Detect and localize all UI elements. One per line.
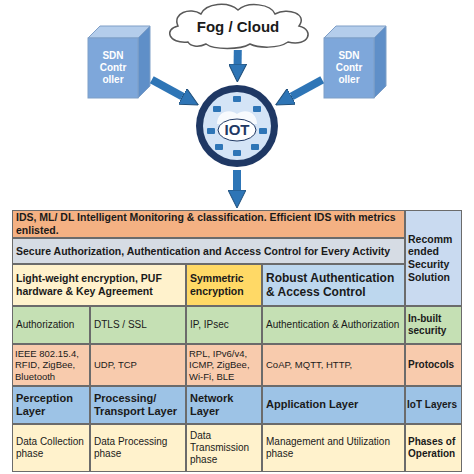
node-text: SDN Contr oller [326, 50, 372, 86]
device-icon [259, 128, 267, 134]
label-oval [218, 119, 256, 141]
node-text: Network Layer [190, 392, 258, 418]
connector-arrow [234, 50, 242, 64]
table-cell: Symmetric encryption [186, 264, 262, 306]
node-text: Data Collection phase [16, 436, 86, 460]
device-icon [215, 144, 223, 150]
device-icon [233, 150, 241, 156]
table-cell: Secure Authorization, Authentication and… [12, 238, 405, 264]
table-cell: RPL, IPv6/v4, ICMP, ZigBee, Wi-Fi, BLE [186, 344, 262, 386]
node-text: Perception Layer [16, 392, 86, 418]
table-cell: Perception Layer [12, 386, 90, 424]
table-cell: CoAP, MQTT, HTTP, [262, 344, 405, 386]
connector-arrow [233, 170, 241, 190]
table-cell: Authentication & Authorization [262, 306, 405, 344]
table-cell: In-built security [405, 306, 462, 344]
node-text: RPL, IPv6/v4, ICMP, ZigBee, Wi-Fi, BLE [189, 348, 259, 382]
device-icon [207, 128, 215, 134]
controller-cube: SDN Contr oller [88, 26, 150, 98]
node-text: IoT Layers [407, 399, 460, 411]
table-cell: Data Processing phase [90, 424, 186, 472]
table-cell: IoT Layers [405, 386, 462, 424]
cloud-outline [170, 4, 308, 48]
cube-side [374, 26, 386, 98]
node-text: Authorization [16, 319, 86, 331]
hub-ring [196, 85, 278, 167]
table-cell: Network Layer [186, 386, 262, 424]
node-text: SDN Contr oller [90, 50, 136, 86]
table-cell: Recomm ended Security Solution [405, 210, 462, 306]
node-text: UDP, TCP [94, 359, 182, 370]
node-text: Light-weight encryption, PUF hardware & … [16, 272, 182, 297]
node-text: Secure Authorization, Authentication and… [16, 245, 401, 258]
node-text: Phases of Operation [408, 436, 459, 460]
table-cell: Robust Authentication & Access Control [262, 264, 405, 306]
node-text: IDS, ML/ DL Intelligent Monitoring & cla… [16, 211, 401, 236]
table-cell: Management and Utilization phase [262, 424, 405, 472]
cube-front [88, 38, 138, 98]
connector-arrow [292, 80, 323, 97]
table-cell: Data Collection phase [12, 424, 90, 472]
node-text: Management and Utilization phase [266, 436, 401, 460]
table-cell: Application Layer [262, 386, 405, 424]
hub-inner [203, 92, 271, 160]
node-text: IOT [225, 121, 250, 139]
table-cell: Protocols [405, 344, 462, 386]
node-text: Data Processing phase [94, 436, 182, 460]
device-icon [213, 106, 221, 112]
cube-front [324, 38, 374, 98]
node-text: Symmetric encryption [190, 272, 258, 297]
node-text: Fog / Cloud [197, 18, 279, 36]
node-text: Robust Authentication & Access Control [266, 271, 401, 300]
table-cell: DTLS / SSL [90, 306, 186, 344]
node-text: Application Layer [266, 398, 401, 411]
device-icon [233, 96, 241, 102]
node-text: Data Transmission phase [190, 430, 258, 466]
device-icon [251, 144, 259, 150]
node-text: In-built security [408, 313, 459, 337]
table-cell: UDP, TCP [90, 344, 186, 386]
node-text: IEEE 802.15.4, RFID, ZigBee, Bluetooth [15, 348, 87, 382]
table-cell: Processing/ Transport Layer [90, 386, 186, 424]
table-cell: Data Transmission phase [186, 424, 262, 472]
node-text: Authentication & Authorization [266, 319, 401, 331]
cube-side [138, 26, 150, 98]
table-cell: IP, IPsec [186, 306, 262, 344]
node-text: Protocols [408, 359, 459, 371]
table-cell: Phases of Operation [405, 424, 462, 472]
iot-hub-circle: IOT [195, 84, 279, 168]
node-text: IP, IPsec [190, 319, 258, 331]
table-cell: IDS, ML/ DL Intelligent Monitoring & cla… [12, 210, 405, 238]
table-cell: IEEE 802.15.4, RFID, ZigBee, Bluetooth [12, 344, 90, 386]
table-cell: Light-weight encryption, PUF hardware & … [12, 264, 186, 306]
connector-arrow [152, 80, 183, 97]
device-icon [253, 106, 261, 112]
node-text: DTLS / SSL [94, 319, 182, 331]
node-text: CoAP, MQTT, HTTP, [266, 359, 401, 370]
node-text: Processing/ Transport Layer [94, 392, 182, 418]
cloud-shape: Fog / Cloud [158, 2, 318, 48]
controller-cube: SDN Contr oller [324, 26, 386, 98]
table-cell: Authorization [12, 306, 90, 344]
node-text: Recomm ended Security Solution [408, 233, 459, 283]
